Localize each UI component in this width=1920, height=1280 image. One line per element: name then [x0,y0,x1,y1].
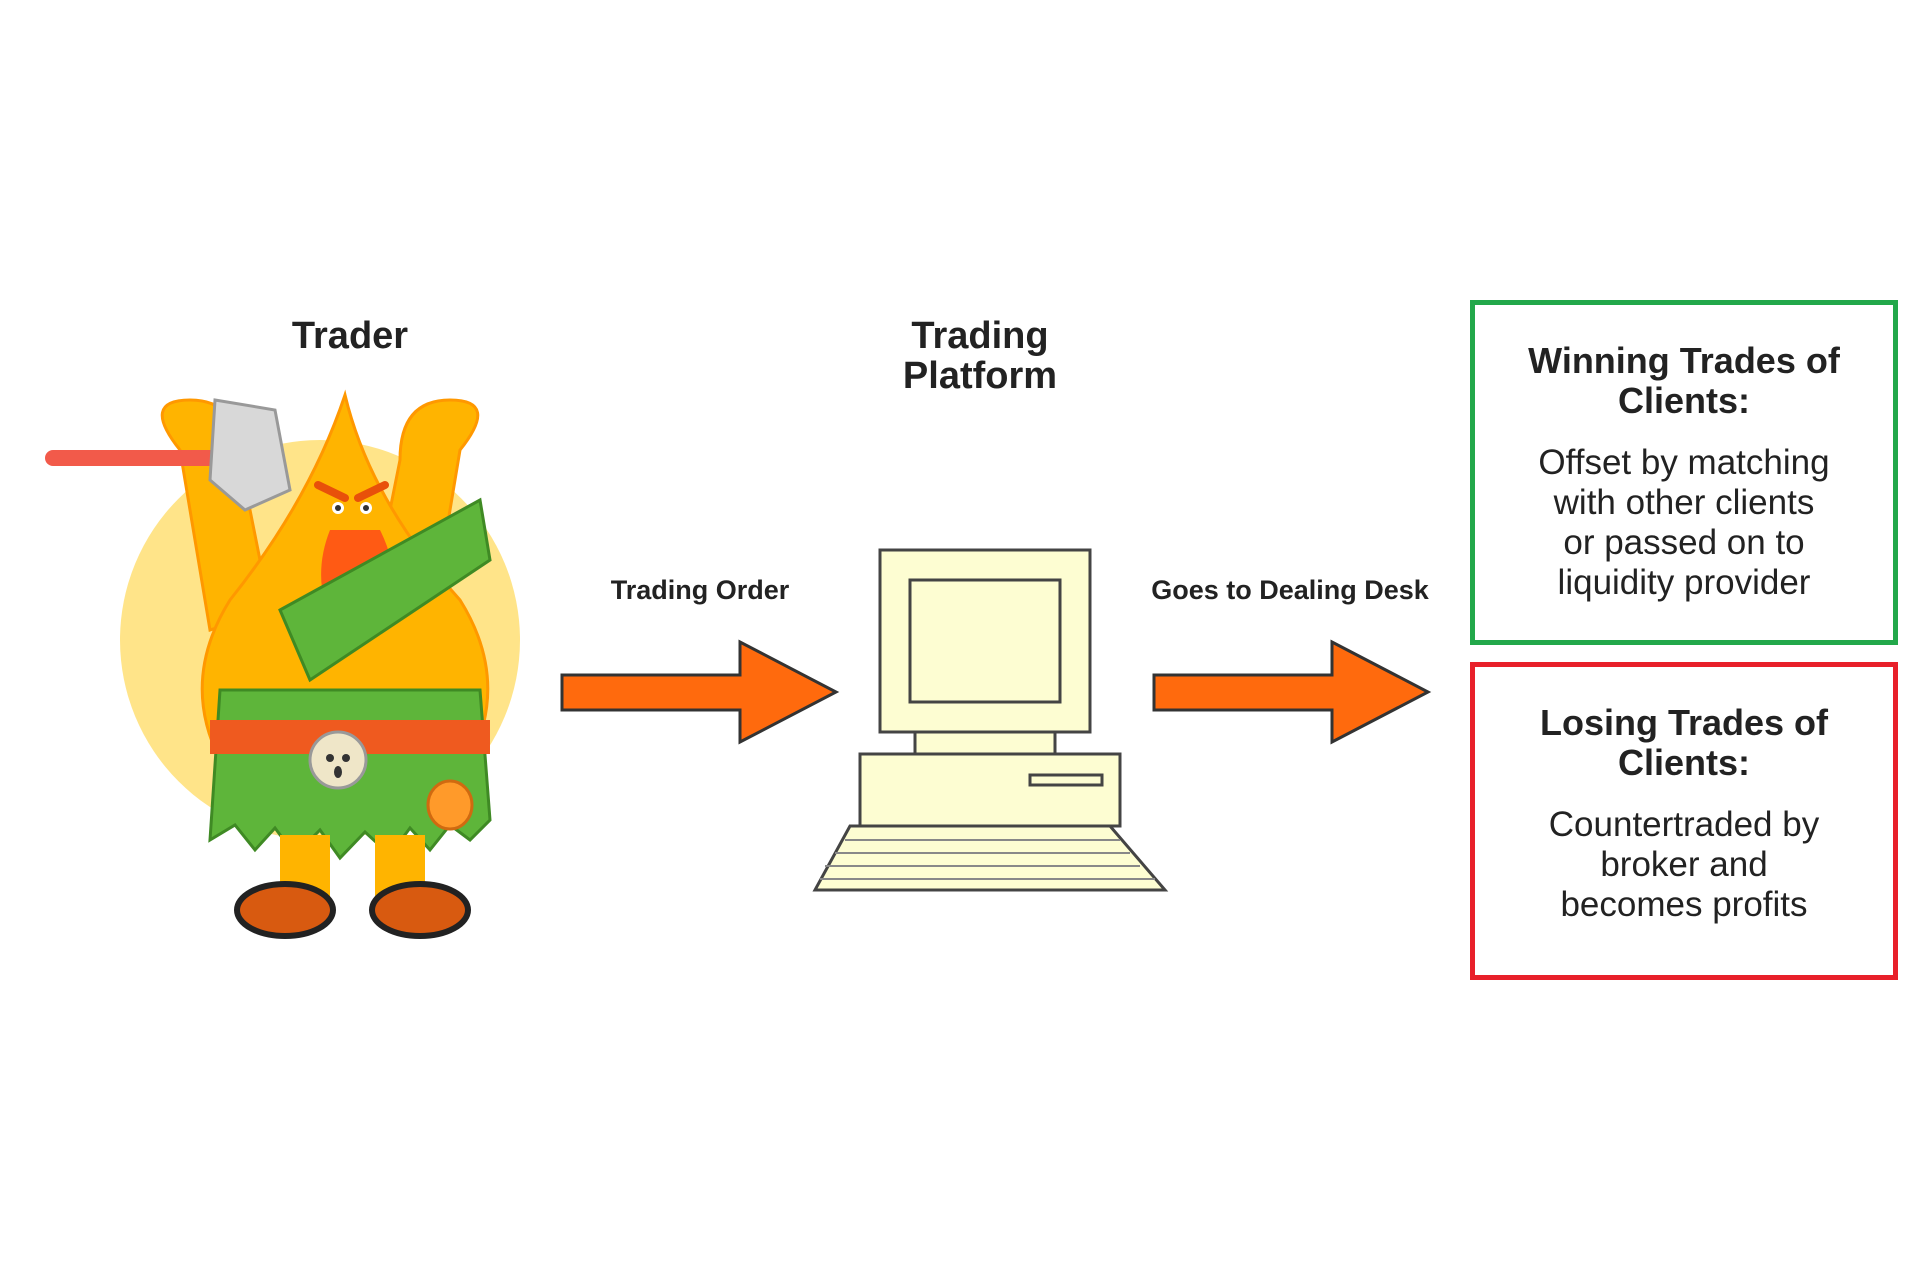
losing-trades-description: Countertraded by broker and becomes prof… [1475,805,1893,925]
winning-trades-title: Winning Trades of Clients: [1475,341,1893,421]
losing-title-line2: Clients: [1617,742,1750,783]
trader-label: Trader [291,315,409,357]
winning-desc-line4: liquidity provider [1557,563,1811,602]
losing-desc-line2: broker and [1600,845,1768,884]
winning-trades-description: Offset by matching with other clients or… [1475,443,1893,603]
losing-desc-line1: Countertraded by [1548,805,1820,844]
winning-title-line2: Clients: [1617,380,1750,421]
winning-desc-line2: with other clients [1553,483,1815,522]
winning-title-line1: Winning Trades of [1528,340,1840,381]
losing-trades-box: Losing Trades of Clients: Countertraded … [1470,662,1898,980]
barbarian-trader-icon [45,389,520,939]
arrow-right-icon [1152,639,1432,745]
computer-icon [812,548,1169,892]
trading-order-label: Trading Order [610,575,790,605]
platform-label-line1: Trading [911,315,1049,357]
losing-trades-title: Losing Trades of Clients: [1475,703,1893,783]
platform-label: Trading Platform [870,316,1090,396]
winning-desc-line1: Offset by matching [1538,443,1830,482]
winning-trades-box: Winning Trades of Clients: Offset by mat… [1470,300,1898,645]
arrow-right-icon [560,639,840,745]
losing-title-line1: Losing Trades of [1539,702,1829,743]
losing-desc-line3: becomes profits [1560,885,1808,924]
platform-label-line2: Platform [902,355,1058,397]
dealing-desk-label: Goes to Dealing Desk [1151,575,1429,605]
winning-desc-line3: or passed on to [1563,523,1805,562]
